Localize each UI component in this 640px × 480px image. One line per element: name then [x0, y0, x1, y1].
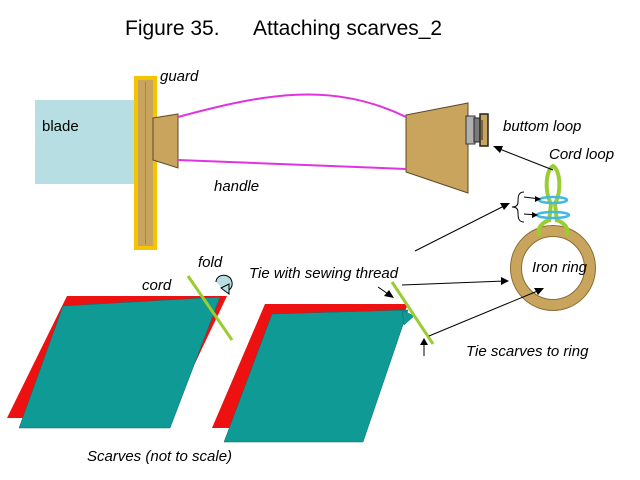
- arrowhead-up-to-scarf: [420, 338, 428, 345]
- left-cord-line: [186, 275, 234, 341]
- left-scarf-front: [18, 296, 221, 429]
- wrap-arrowhead-upper: [535, 196, 541, 202]
- handle-label: handle: [214, 178, 259, 195]
- arrow-tie-to-wrap: [414, 204, 507, 252]
- handle-thread-bottom: [177, 159, 407, 170]
- blade-label: blade: [42, 118, 79, 135]
- cord-loop-feet: [536, 218, 570, 238]
- iron-ring-inner-edge: [521, 236, 585, 300]
- arrowhead-scarves-to-ring: [534, 288, 544, 295]
- handle-thread-top: [177, 93, 407, 118]
- figure-title: Attaching scarves_2: [253, 17, 442, 40]
- cord-loop-shape: [544, 163, 562, 205]
- right-scarf-fold-corner: [401, 309, 415, 326]
- arrow-scarves-to-ring: [428, 289, 541, 337]
- tie-ring-label: Tie scarves to ring: [466, 343, 589, 360]
- arrowhead-buttom-loop: [493, 146, 503, 153]
- iron-ring-shape: [510, 225, 596, 311]
- fold-arrowhead: [220, 283, 230, 295]
- fold-label: fold: [198, 254, 223, 271]
- arrowhead-tie-to-cord: [384, 290, 394, 298]
- cord-loop-label: Cord loop: [549, 146, 614, 163]
- cord-wrap-upper: [537, 195, 569, 205]
- tie-thread-label: Tie with sewing thread: [249, 265, 399, 282]
- arrow-tie-to-ring: [401, 280, 506, 286]
- wrap-arrowhead-lower: [532, 212, 538, 218]
- arrowhead-tie-to-ring: [501, 277, 509, 285]
- scarves-caption: Scarves (not to scale): [87, 448, 232, 465]
- handle-back-piece: [405, 102, 469, 194]
- right-scarf-front: [223, 309, 409, 443]
- arrow-to-buttom-loop: [496, 147, 554, 171]
- cord-wrap-lower: [535, 210, 571, 220]
- figure-number: Figure 35.: [125, 17, 220, 40]
- iron-ring-label: Iron ring: [532, 259, 588, 276]
- handle-front-piece: [152, 113, 179, 169]
- wrap-bracket: [511, 191, 525, 223]
- right-cord-line: [390, 281, 435, 345]
- buttom-loop-shape: [479, 113, 489, 147]
- blade-shape: [35, 100, 138, 184]
- guard-label: guard: [160, 68, 199, 85]
- iron-ring-outer-edge: [510, 225, 596, 311]
- arrowhead-tie-to-wrap: [500, 203, 510, 210]
- buttom-loop-label: buttom loop: [503, 118, 581, 135]
- cord-label: cord: [142, 277, 172, 294]
